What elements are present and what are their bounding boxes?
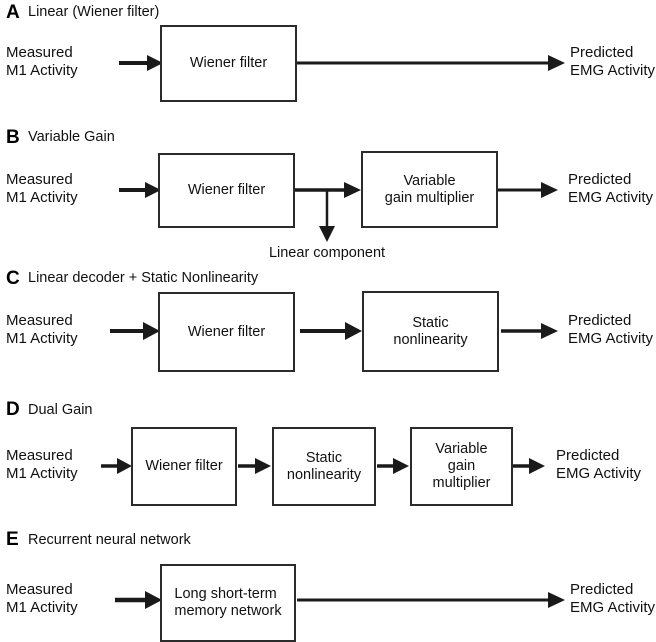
panel-c-letter: C xyxy=(6,268,20,289)
panel-d-arrow-2 xyxy=(377,458,409,474)
panel-a-output-line2: EMG Activity xyxy=(570,62,656,79)
panel-d-box-wiener-filter-label: Wiener filter xyxy=(145,458,223,474)
panel-b-input-arrow xyxy=(119,182,161,198)
panel-b-box-variable-gain-multiplier[interactable]: Variable gain multiplier xyxy=(361,151,498,228)
panel-d-output-line1: Predicted xyxy=(556,447,620,464)
panel-c-box-wiener-filter-label: Wiener filter xyxy=(187,323,266,340)
panel-e-title: Recurrent neural network xyxy=(28,532,191,548)
panel-c-title: Linear decoder + Static Nonlinearity xyxy=(28,270,259,286)
panel-b-mid-arrow xyxy=(295,182,361,198)
panel-d-output-arrow xyxy=(513,458,545,474)
panel-d-box-variable-gain-multiplier[interactable]: Variable gain multiplier xyxy=(410,427,513,506)
panel-a-title: Linear (Wiener filter) xyxy=(28,4,160,20)
panel-d-box-static-nonlinearity-label: Static nonlinearity xyxy=(286,449,362,483)
panel-b-input-line2: M1 Activity xyxy=(6,189,78,206)
panel-b-letter: B xyxy=(6,127,20,148)
panel-d-arrow-1 xyxy=(238,458,271,474)
panel-c-box-static-nonlinearity-label: Static nonlinearity xyxy=(393,314,468,348)
panel-d-input-label: Measured M1 Activity xyxy=(6,447,78,483)
panel-c-output-line1: Predicted xyxy=(568,312,632,329)
panel-d-title: Dual Gain xyxy=(28,402,93,418)
panel-e-input-arrow xyxy=(115,591,162,609)
panel-a-output-arrow xyxy=(297,55,565,71)
panel-b-input-line1: Measured xyxy=(6,171,73,188)
panel-d-input-arrow xyxy=(101,458,132,474)
panel-a-output-line1: Predicted xyxy=(570,44,634,61)
panel-e-input-label: Measured M1 Activity xyxy=(6,581,78,617)
panel-a-box-wiener-filter[interactable]: Wiener filter xyxy=(160,25,297,102)
panel-d-input-line1: Measured xyxy=(6,447,73,464)
panel-b-output-label: Predicted EMG Activity xyxy=(568,171,653,207)
panel-e-output-line1: Predicted xyxy=(570,581,634,598)
panel-b-output-line1: Predicted xyxy=(568,171,632,188)
panel-b-box-wiener-filter-label: Wiener filter xyxy=(187,182,266,198)
panel-d-box-wiener-filter[interactable]: Wiener filter xyxy=(131,427,237,506)
panel-c-mid-arrow xyxy=(300,322,362,340)
panel-c-input-label: Measured M1 Activity xyxy=(6,312,78,348)
panel-a-letter: A xyxy=(6,2,20,23)
panel-e-input-line2: M1 Activity xyxy=(6,599,78,616)
panel-a-input-line2: M1 Activity xyxy=(6,62,78,79)
panel-c-output-label: Predicted EMG Activity xyxy=(568,312,653,348)
panel-e-output-arrow xyxy=(297,592,565,608)
panel-b-branch-label: Linear component xyxy=(268,245,386,261)
panel-b-box-wiener-filter[interactable]: Wiener filter xyxy=(158,153,295,228)
panel-e-output-line2: EMG Activity xyxy=(570,599,656,616)
panel-b-title: Variable Gain xyxy=(28,129,115,145)
panel-b-output-arrow xyxy=(498,182,558,198)
panel-c-box-static-nonlinearity[interactable]: Static nonlinearity xyxy=(362,291,499,372)
panel-d-letter: D xyxy=(6,399,20,420)
panel-a-output-label: Predicted EMG Activity xyxy=(570,44,655,80)
panel-d-output-label: Predicted EMG Activity xyxy=(556,447,641,483)
panel-c-output-arrow xyxy=(501,323,558,339)
panel-c-output-line2: EMG Activity xyxy=(568,330,654,347)
panel-d-box-variable-gain-multiplier-label: Variable gain multiplier xyxy=(432,441,491,491)
panel-e-box-lstm-network[interactable]: Long short-term memory network xyxy=(160,564,296,642)
panel-b-output-line2: EMG Activity xyxy=(568,189,654,206)
panel-a-input-line1: Measured xyxy=(6,44,73,61)
panel-e-box-lstm-network-label: Long short-term memory network xyxy=(174,586,282,619)
panel-d-output-line2: EMG Activity xyxy=(556,465,642,482)
panel-c-input-line1: Measured xyxy=(6,312,73,329)
panel-e-output-label: Predicted EMG Activity xyxy=(570,581,655,617)
panel-b-input-label: Measured M1 Activity xyxy=(6,171,78,207)
panel-b-branch-arrow xyxy=(319,190,335,242)
panel-a-input-label: Measured M1 Activity xyxy=(6,44,78,80)
panel-c-input-line2: M1 Activity xyxy=(6,330,78,347)
panel-a-box-wiener-filter-label: Wiener filter xyxy=(189,55,268,71)
panel-e-letter: E xyxy=(6,529,19,550)
panel-b-box-variable-gain-multiplier-label: Variable gain multiplier xyxy=(384,172,475,206)
panel-c-input-arrow xyxy=(110,322,160,340)
panel-c-box-wiener-filter[interactable]: Wiener filter xyxy=(158,292,295,372)
panel-e-input-line1: Measured xyxy=(6,581,73,598)
panel-d-input-line2: M1 Activity xyxy=(6,465,78,482)
panel-d-box-static-nonlinearity[interactable]: Static nonlinearity xyxy=(272,427,376,506)
panel-a-input-arrow xyxy=(119,55,163,71)
